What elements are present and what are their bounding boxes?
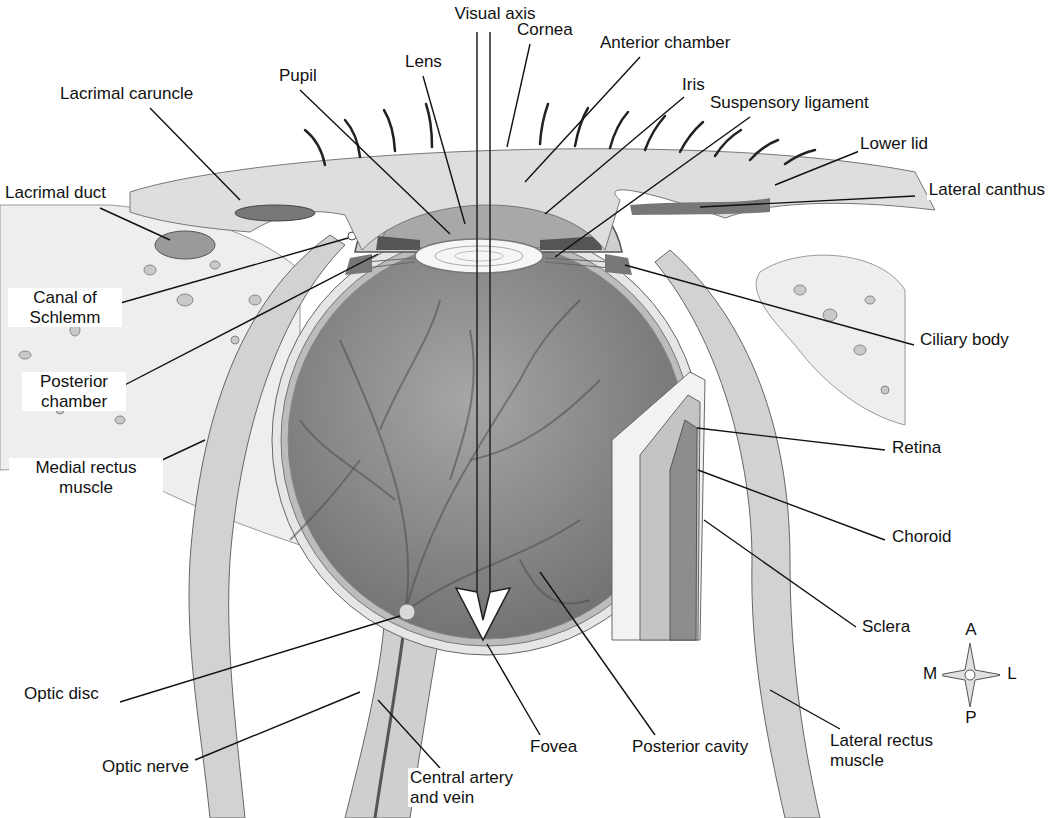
retinal-vessels: [290, 300, 600, 612]
part-label: Optic disc: [22, 684, 101, 704]
orbit-bone: [756, 255, 905, 425]
part-label: Posterior cavity: [630, 737, 750, 757]
eyelashes: [305, 104, 815, 165]
compass-letter: M: [918, 664, 942, 684]
part-label: Medial rectus muscle: [9, 458, 163, 497]
central-vessels: [375, 620, 405, 818]
part-label: Lens: [403, 52, 444, 72]
part-label: Central artery and vein: [408, 768, 537, 807]
part-label: Suspensory ligament: [708, 93, 871, 113]
part-label: Sclera: [860, 617, 912, 637]
cutaway-sclera: [612, 372, 705, 640]
lacrimal-caruncle: [235, 205, 315, 221]
compass-rose: [938, 643, 1002, 707]
lacrimal-duct: [155, 231, 215, 259]
part-label: Lower lid: [858, 134, 930, 154]
part-label: Iris: [680, 75, 707, 95]
part-label: Optic nerve: [100, 757, 191, 777]
part-label: Cornea: [515, 20, 575, 40]
part-label: Pupil: [277, 66, 319, 86]
part-label: Lateral canthus: [927, 180, 1047, 200]
iris: [540, 236, 602, 250]
compass-letter: L: [1000, 664, 1024, 684]
lateral-rectus: [655, 250, 820, 818]
part-label: Ciliary body: [918, 330, 1011, 350]
ciliary-body: [605, 254, 632, 275]
part-label: Lateral rectus muscle: [828, 731, 962, 770]
cutaway-retina: [670, 420, 697, 640]
part-label: Lacrimal caruncle: [58, 84, 195, 104]
part-label: Anterior chamber: [598, 33, 732, 53]
cutaway-choroid: [640, 395, 700, 640]
lens: [455, 251, 503, 261]
iris: [376, 236, 420, 250]
part-label: Posterior chamber: [22, 372, 126, 411]
leader-lines: [100, 44, 915, 768]
part-label: Lacrimal duct: [3, 183, 108, 203]
optic-disc: [399, 604, 415, 620]
lens: [415, 239, 543, 273]
lens: [435, 246, 523, 266]
visual-axis-arrow: [456, 32, 510, 640]
eyelid: [130, 149, 935, 250]
compass-letter: P: [959, 708, 983, 728]
part-label: Canal of Schlemm: [8, 288, 122, 327]
part-label: Choroid: [890, 527, 954, 547]
part-label: Fovea: [528, 737, 579, 757]
part-label: Retina: [890, 438, 943, 458]
compass-letter: A: [959, 620, 983, 640]
